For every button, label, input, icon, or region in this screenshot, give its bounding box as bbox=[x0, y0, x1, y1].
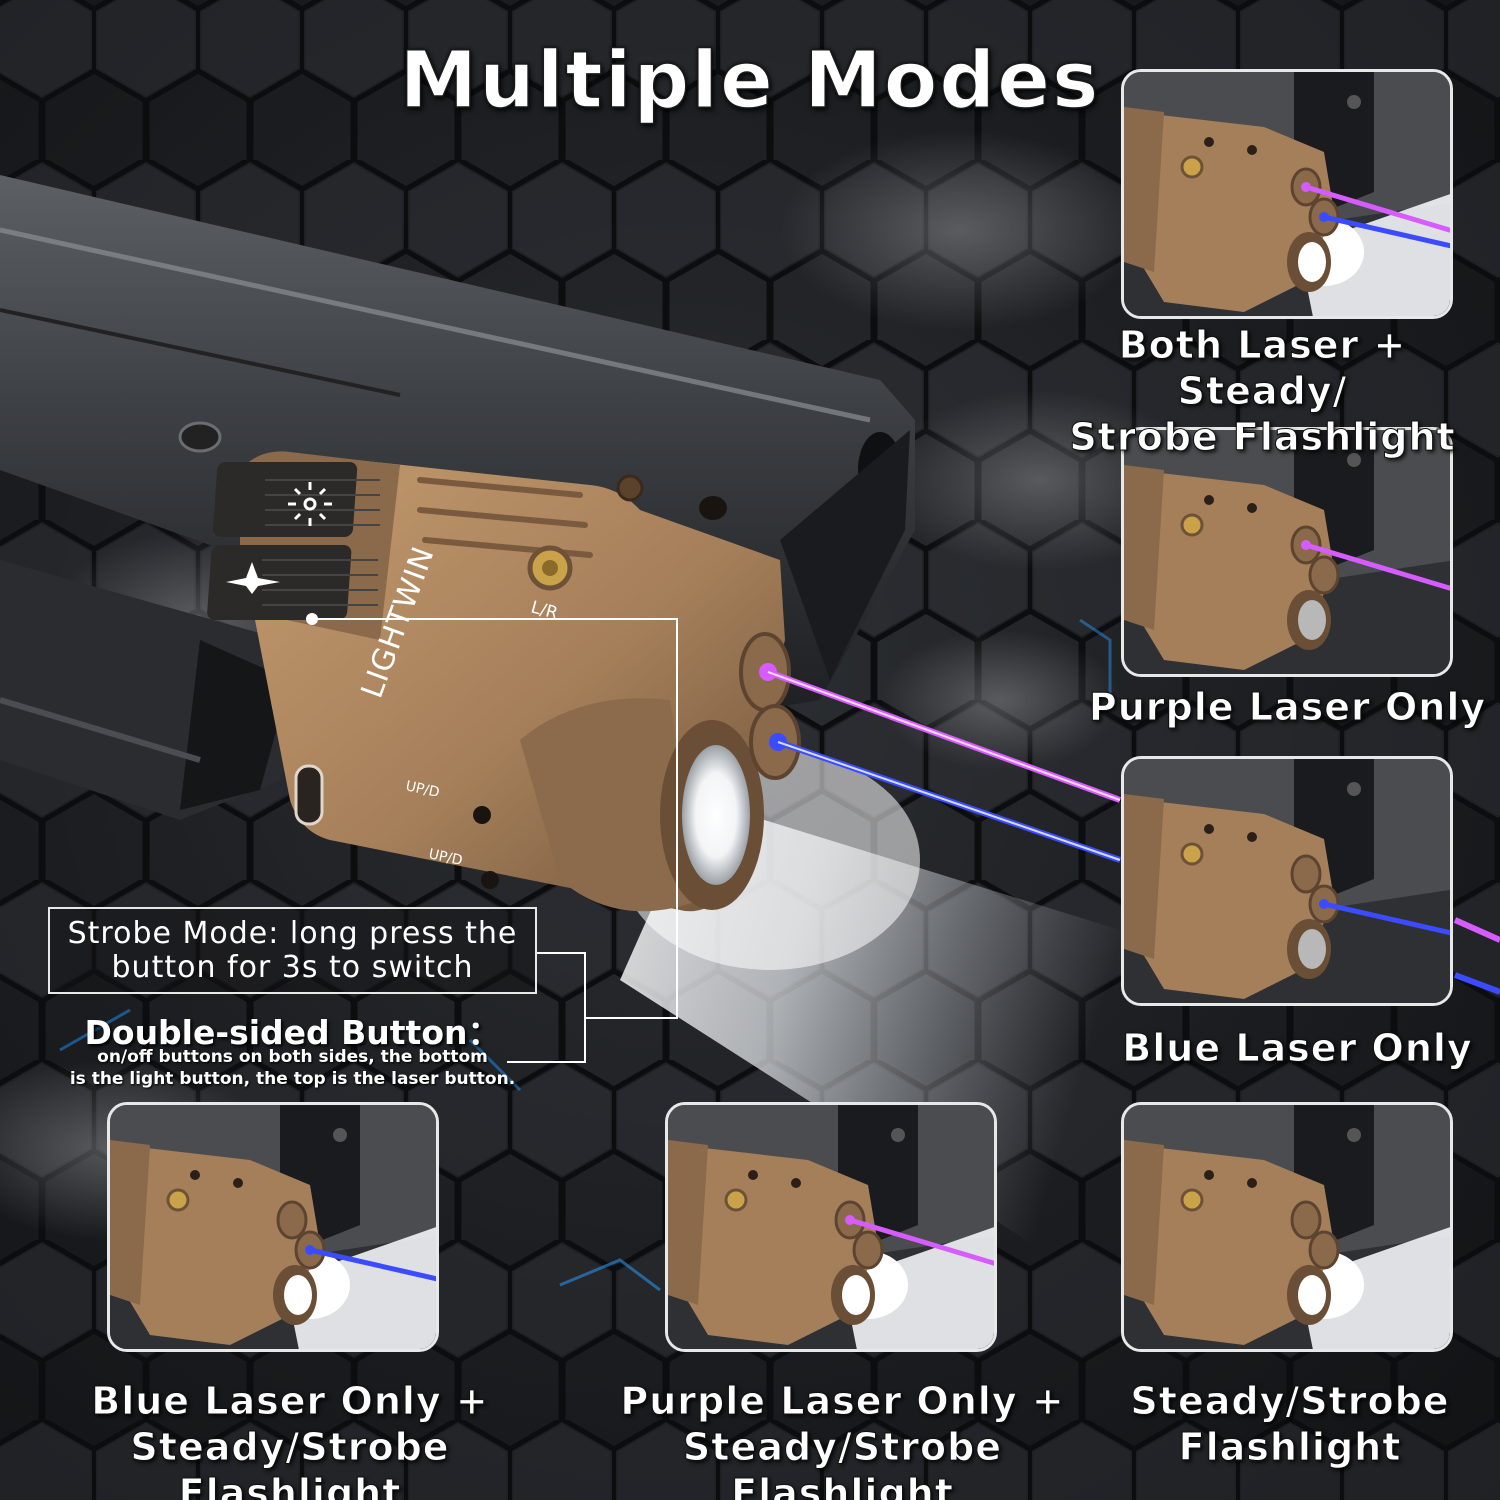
caption-line-1: Purple Laser Only bbox=[1088, 685, 1487, 730]
caption-line-1: Both Laser + Steady/ bbox=[1118, 323, 1407, 414]
caption-line-1: Blue Laser Only + bbox=[91, 1379, 489, 1424]
mode-caption-blue-laser: Blue Laser Only bbox=[1100, 1025, 1495, 1071]
caption-line-1: Steady/Strobe bbox=[1130, 1379, 1450, 1424]
light-symbol-icon bbox=[226, 562, 280, 594]
flashlight-lens bbox=[1298, 242, 1326, 282]
flashlight-beam bbox=[285, 1227, 436, 1349]
page-title: Multiple Modes bbox=[399, 35, 1101, 127]
laser-symbol-icon bbox=[288, 482, 332, 526]
blue-laser-beam bbox=[1323, 901, 1450, 936]
flashlight-beam bbox=[843, 1227, 994, 1349]
port-label-2: UP/D bbox=[427, 846, 464, 869]
caption-line-2: Steady/Strobe Flashlight bbox=[682, 1425, 1003, 1500]
blue-laser-emitter bbox=[305, 1245, 315, 1255]
lr-switch-icon bbox=[1180, 842, 1204, 866]
caption-line-1: Blue Laser Only bbox=[1122, 1026, 1473, 1071]
lr-switch-icon bbox=[1180, 1188, 1204, 1212]
lr-switch-icon bbox=[1180, 513, 1204, 537]
mode-caption-purple-laser: Purple Laser Only bbox=[1080, 684, 1495, 730]
mode-caption-light-only: Steady/Strobe Flashlight bbox=[1115, 1378, 1465, 1470]
mode-panel-both-lasers-light bbox=[1121, 69, 1453, 319]
purple-laser-emitter bbox=[1301, 182, 1311, 192]
mode-caption-blue-laser-light: Blue Laser Only + Steady/Strobe Flashlig… bbox=[15, 1378, 565, 1500]
strobe-mode-callout: Strobe Mode: long press the button for 3… bbox=[48, 907, 537, 994]
description-line-2: is the light button, the top is the lase… bbox=[69, 1069, 516, 1089]
mode-panel-light-only bbox=[1121, 1102, 1453, 1352]
mode-caption-both-lasers-light: Both Laser + Steady/ Strobe Flashlight bbox=[1030, 322, 1495, 460]
callout-box-line-1: Strobe Mode: long press the bbox=[67, 916, 518, 951]
mode-illustration bbox=[110, 1105, 436, 1349]
flashlight-beam bbox=[1299, 1227, 1450, 1349]
usb-c-port bbox=[294, 764, 324, 826]
flashlight-lens bbox=[1298, 1275, 1326, 1315]
caption-line-2: Steady/Strobe Flashlight bbox=[130, 1425, 450, 1500]
mode-caption-purple-laser-light: Purple Laser Only + Steady/Strobe Flashl… bbox=[570, 1378, 1115, 1500]
mode-illustration bbox=[1124, 430, 1450, 674]
callout-box-line-2: button for 3s to switch bbox=[111, 950, 474, 985]
flashlight-lens bbox=[1298, 929, 1326, 969]
blue-laser-emitter bbox=[1319, 899, 1329, 909]
blue-laser-beam bbox=[309, 1247, 436, 1282]
mode-panel-purple-laser bbox=[1121, 427, 1453, 677]
mode-illustration bbox=[1124, 1105, 1450, 1349]
flashlight-lens bbox=[682, 745, 750, 885]
flashlight-beam bbox=[1299, 194, 1450, 316]
double-sided-button-description: on/off buttons on both sides, the bottom… bbox=[48, 1046, 537, 1090]
lr-switch-icon bbox=[724, 1188, 748, 1212]
mode-panel-blue-laser bbox=[1121, 756, 1453, 1006]
caption-line-1: Purple Laser Only + bbox=[620, 1379, 1065, 1424]
mode-illustration bbox=[1124, 72, 1450, 316]
purple-laser-beam bbox=[1305, 542, 1450, 591]
purple-laser-beam bbox=[1305, 184, 1450, 233]
double-sided-button-heading: Double-sided Button： bbox=[84, 1013, 501, 1052]
flashlight-lens bbox=[284, 1275, 312, 1315]
purple-laser-emitter bbox=[845, 1215, 855, 1225]
flashlight-lens bbox=[1298, 600, 1326, 640]
button-pads bbox=[207, 462, 380, 620]
purple-laser-beam bbox=[849, 1217, 994, 1266]
lr-switch-icon bbox=[1180, 155, 1204, 179]
caption-line-2: Flashlight bbox=[1178, 1425, 1402, 1470]
description-line-1: on/off buttons on both sides, the bottom bbox=[97, 1047, 488, 1067]
mode-panel-purple-laser-light bbox=[665, 1102, 997, 1352]
flashlight-lens bbox=[842, 1275, 870, 1315]
blue-laser-emitter bbox=[1319, 212, 1329, 222]
mode-illustration bbox=[668, 1105, 994, 1349]
mode-panel-blue-laser-light bbox=[107, 1102, 439, 1352]
port-label-1: UP/D bbox=[404, 778, 441, 801]
mode-illustration bbox=[1124, 759, 1450, 1003]
caption-line-2: Strobe Flashlight bbox=[1069, 415, 1456, 460]
purple-laser-emitter bbox=[1301, 540, 1311, 550]
lr-switch-icon bbox=[166, 1188, 190, 1212]
blue-laser-beam bbox=[1323, 214, 1450, 249]
